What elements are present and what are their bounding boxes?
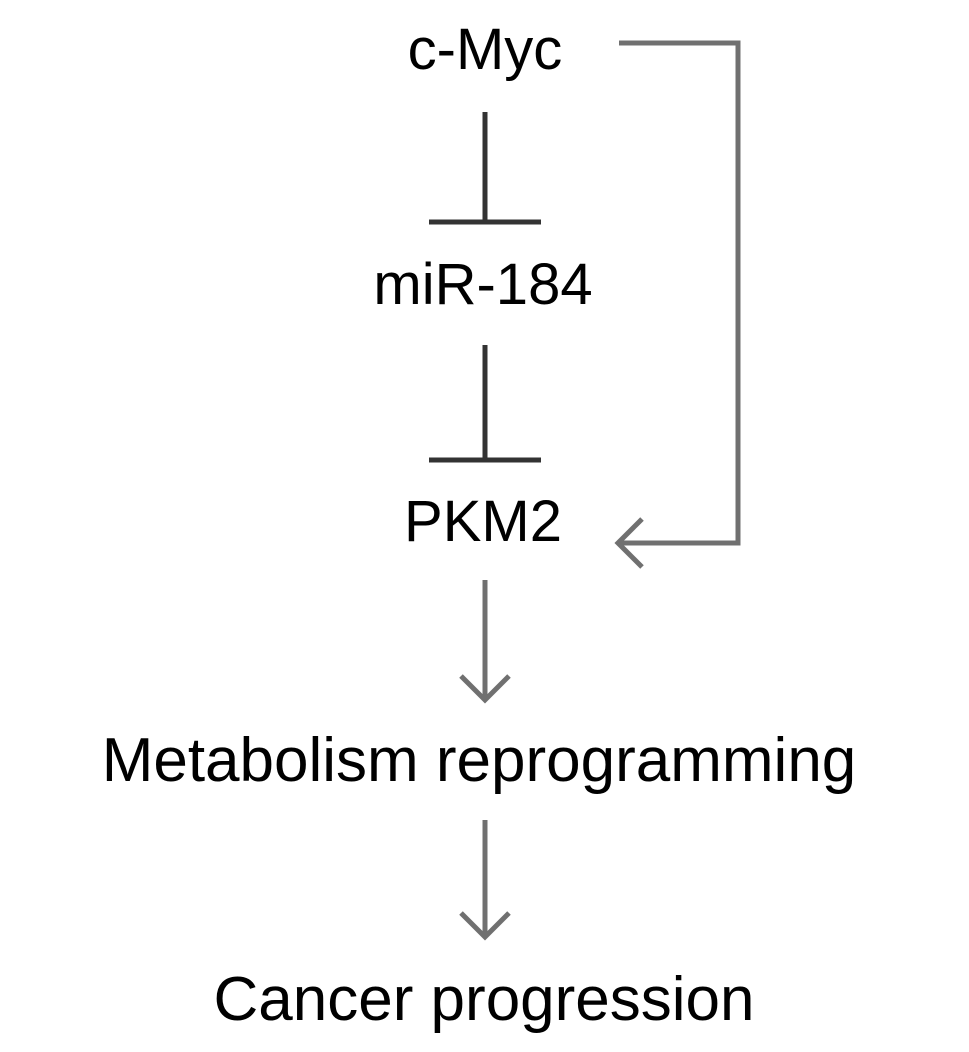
node-c-myc: c-Myc	[408, 17, 563, 82]
node-cancer-progression: Cancer progression	[213, 965, 754, 1034]
inhibition-mir184-to-pkm2	[429, 345, 541, 463]
node-pkm2: PKM2	[404, 489, 562, 554]
node-mir-184: miR-184	[373, 252, 592, 317]
activation-metabolism-to-cancer	[459, 820, 511, 941]
inhibition-cmyc-to-mir184	[429, 112, 541, 225]
activation-cmyc-to-pkm2	[614, 40, 741, 569]
activation-pkm2-to-metabolism	[459, 580, 511, 704]
node-metabolism-reprogramming: Metabolism reprogramming	[102, 726, 857, 795]
